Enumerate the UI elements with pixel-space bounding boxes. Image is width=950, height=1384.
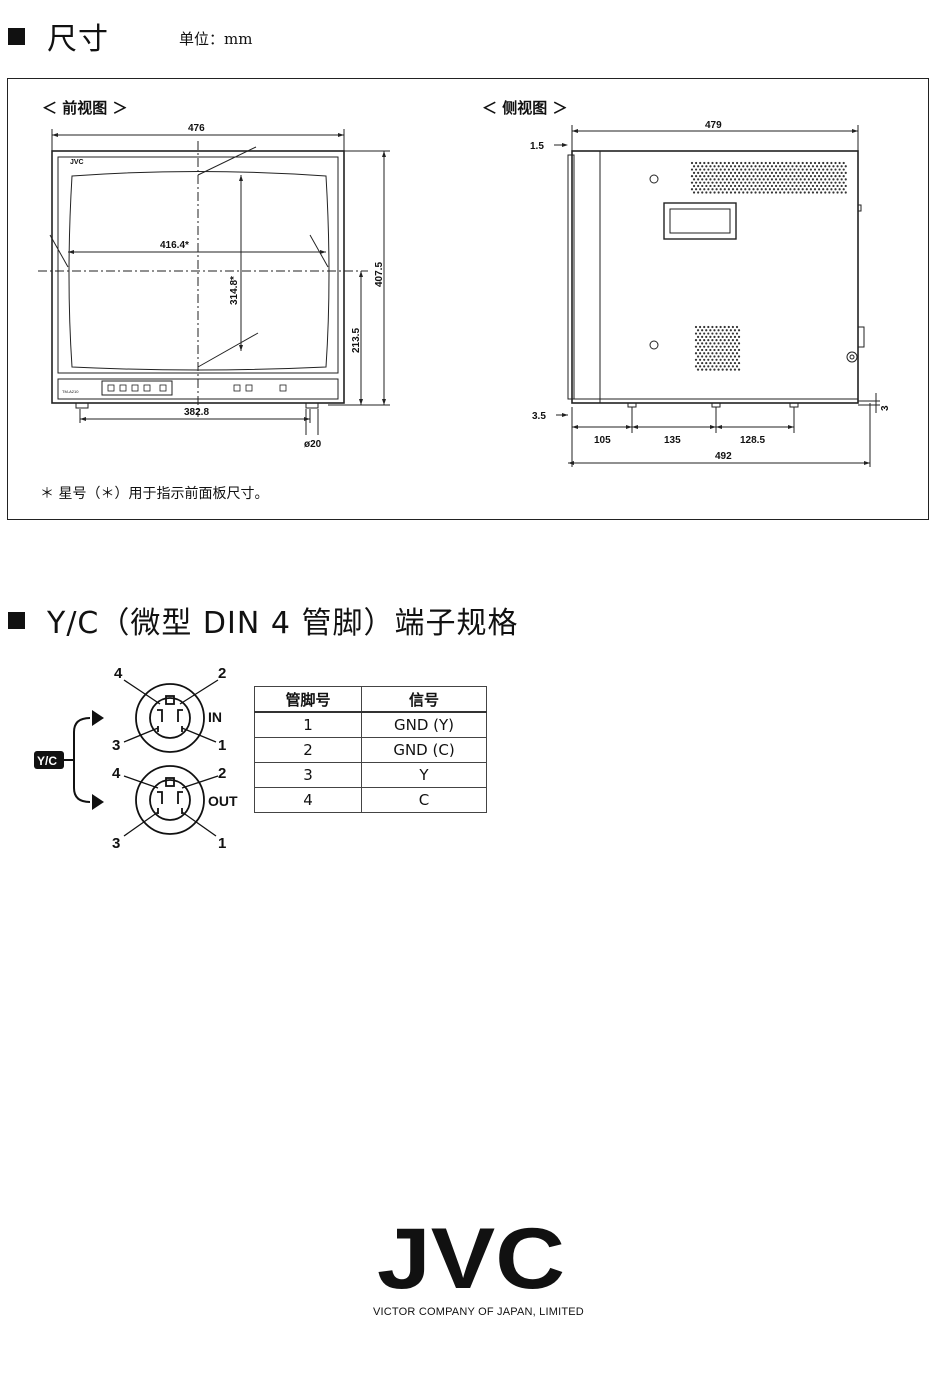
table-row: 2 GND (C) [254, 737, 487, 763]
in-pin-3: 3 [112, 737, 120, 754]
out-pin-1: 1 [218, 835, 226, 852]
pin-cell: 3 [254, 762, 362, 788]
dim-foot-diameter: ø20 [304, 439, 322, 450]
pin-table-header: 管脚号 信号 [254, 686, 487, 713]
out-pin-2: 2 [218, 765, 226, 782]
dim-depth: 479 [705, 120, 722, 131]
signal-cell: GND (C) [361, 737, 487, 763]
dim-front-offset: 1.5 [530, 141, 544, 152]
company-name: VICTOR COMPANY OF JAPAN, LIMITED [373, 1306, 584, 1318]
table-row: 1 GND (Y) [254, 711, 487, 738]
pin-cell: 4 [254, 787, 362, 813]
footnote: ＊ 星号（＊）用于指示前面板尺寸。 [40, 486, 269, 502]
jvc-logo-text: JVC [377, 1224, 565, 1292]
signal-cell: C [361, 787, 487, 813]
dim-screen-width: 416.4* [160, 240, 189, 251]
dim-total-depth: 492 [715, 451, 732, 462]
jvc-logo: JVC [377, 1224, 565, 1292]
signal-cell: GND (Y) [361, 711, 487, 738]
dim-foot-span: 382.8 [184, 407, 209, 418]
front-brand-mark: JVC [70, 159, 84, 166]
dim-bottom-offset: 3.5 [532, 411, 546, 422]
yc-tag: Y/C [37, 754, 57, 768]
section-title-yc: Y/C（微型 DIN 4 管脚）端子规格 [8, 598, 518, 642]
dim-center-height: 213.5 [351, 328, 362, 353]
side-view-drawing: 479 1.5 3.5 3 105 135 128.5 492 [530, 120, 891, 467]
table-row: 4 C [254, 787, 487, 813]
dimensions-box: ＜ 前视图 ＞ ＜ 侧视图 ＞ [7, 78, 929, 520]
dim-width: 476 [188, 123, 205, 134]
out-label: OUT [208, 793, 238, 809]
side-view-label: ＜ 侧视图 ＞ [482, 99, 568, 117]
out-pin-3: 3 [112, 835, 120, 852]
pin-table: 管脚号 信号 1 GND (Y) 2 GND (C) 3 Y 4 C [254, 686, 487, 813]
section-title-text: 尺寸 [47, 22, 109, 57]
in-pin-2: 2 [218, 665, 226, 682]
in-label: IN [208, 709, 222, 725]
in-pin-1: 1 [218, 737, 226, 754]
dim-height: 407.5 [374, 262, 385, 287]
header-pin: 管脚号 [254, 686, 362, 713]
dim-rear-offset: 3 [880, 405, 891, 411]
section-title-text: Y/C（微型 DIN 4 管脚）端子规格 [47, 606, 519, 641]
dim-foot-3: 128.5 [740, 435, 765, 446]
square-bullet-icon [8, 27, 25, 45]
front-view-drawing: JVC TM-A210 476 416.4* 314.8* 407.5 213.… [38, 123, 390, 450]
front-model-label: TM-A210 [62, 389, 79, 394]
in-pin-4: 4 [114, 665, 123, 682]
unit-label: 单位：mm [179, 30, 253, 48]
out-pin-4: 4 [112, 765, 121, 782]
front-view-label: ＜ 前视图 ＞ [42, 99, 128, 117]
signal-cell: Y [361, 762, 487, 788]
dim-foot-2: 135 [664, 435, 681, 446]
dim-foot-1: 105 [594, 435, 611, 446]
pin-cell: 2 [254, 737, 362, 763]
table-row: 3 Y [254, 762, 487, 788]
section-title-dimensions: 尺寸 [8, 14, 109, 58]
yc-connector-diagram: Y/C 4 2 3 1 4 2 3 1 IN OUT [34, 665, 238, 852]
header-signal: 信号 [361, 686, 487, 713]
pin-cell: 1 [254, 711, 362, 738]
dim-screen-height: 314.8* [229, 276, 240, 305]
vent-grille [690, 161, 847, 371]
square-bullet-icon [8, 611, 25, 629]
